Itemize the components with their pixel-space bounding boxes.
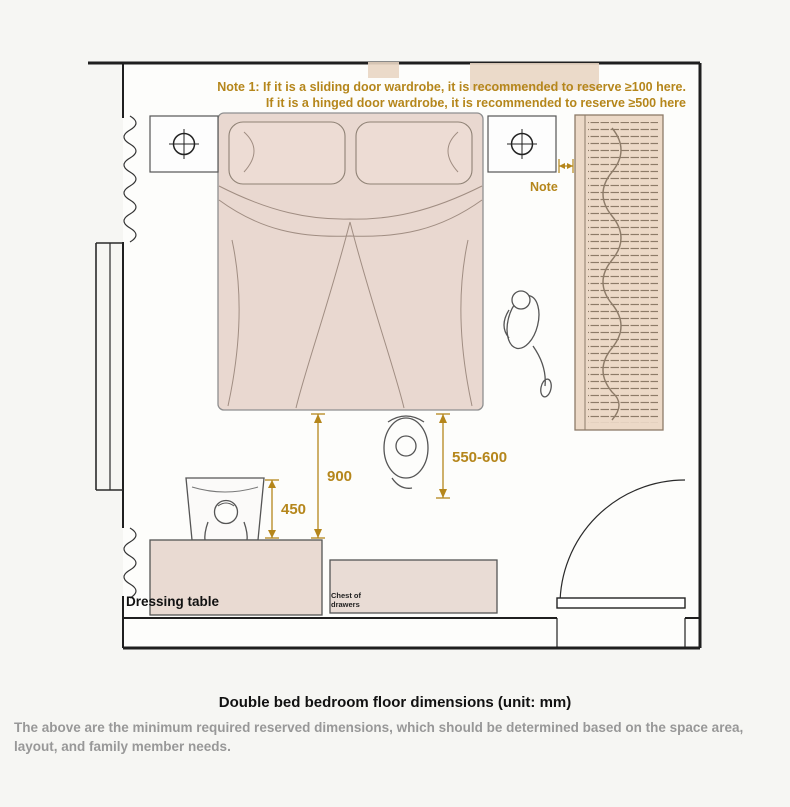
footer-disclaimer: The above are the minimum required reser… [14, 720, 744, 754]
wardrobe-note: Note 1: If it is a sliding door wardrobe… [217, 79, 686, 111]
door-swing [556, 479, 686, 609]
dressing-table [149, 539, 323, 616]
diagram-caption: Double bed bedroom floor dimensions (uni… [218, 694, 572, 711]
pillow-left [228, 121, 346, 185]
note-gap-arrow [558, 159, 574, 173]
radiator-coil-top [123, 115, 137, 243]
ceiling-lamp-icon [507, 129, 537, 159]
note-gap-label: Note [530, 180, 558, 194]
wardrobe-note-line1: Note 1: If it is a sliding door wardrobe… [217, 80, 686, 94]
clothes-rail-wave [602, 127, 622, 421]
highlight-patch [368, 62, 399, 78]
person-walking [383, 415, 429, 489]
pillow-right [355, 121, 473, 185]
dimension-label-900: 900 [327, 468, 353, 485]
dimension-label-550-600: 550-600 [452, 449, 508, 466]
radiator-coil-bottom [123, 527, 137, 599]
highlight-patch [470, 63, 599, 90]
hanging-clothes [588, 122, 658, 423]
wardrobe-note-line2: If it is a hinged door wardrobe, it is r… [265, 96, 686, 110]
wardrobe [574, 114, 664, 431]
dressing-stool [185, 477, 265, 557]
chest-of-drawers [329, 559, 498, 614]
dimension-450 [265, 479, 279, 539]
double-bed [217, 112, 484, 411]
chest-of-drawers-label: Chest of drawers [331, 591, 361, 609]
dressing-table-label: Dressing table [126, 594, 220, 609]
nightstand-right [487, 115, 557, 173]
person-near-wardrobe [503, 290, 552, 398]
blanket-folds [218, 185, 483, 409]
dimension-900 [311, 413, 325, 539]
ceiling-lamp-icon [169, 129, 199, 159]
door-leaf [556, 597, 686, 609]
nightstand-left [149, 115, 219, 173]
window-left [95, 242, 123, 491]
dimension-label-450: 450 [281, 501, 307, 518]
dimension-550-600 [436, 413, 450, 499]
